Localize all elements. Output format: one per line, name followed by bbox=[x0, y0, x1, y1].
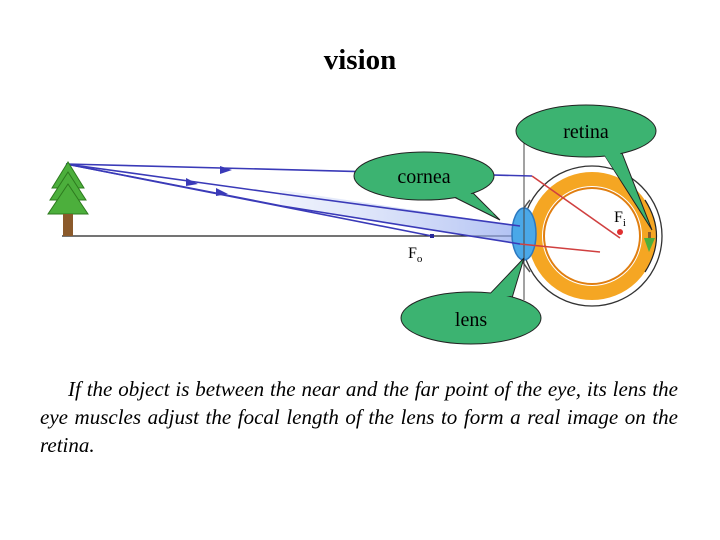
retina-edge bbox=[644, 199, 657, 273]
caption-text: If the object is between the near and th… bbox=[40, 377, 678, 457]
lens-label: lens bbox=[455, 309, 487, 331]
cornea-label: cornea bbox=[397, 166, 450, 188]
tree-icon bbox=[47, 161, 89, 236]
focal-point-object-dot bbox=[430, 234, 434, 238]
cornea-callout: cornea bbox=[353, 151, 501, 221]
retina-label: retina bbox=[563, 121, 609, 143]
focal-point-image-label: Fi bbox=[614, 209, 626, 229]
focal-point-object-label: Fo bbox=[408, 245, 423, 265]
page-title: vision bbox=[323, 44, 397, 76]
lens-callout: lens bbox=[400, 257, 542, 345]
ray-arrows bbox=[186, 166, 232, 196]
inverted-tree-icon bbox=[644, 232, 655, 252]
vision-diagram: Fi Fo retina cornea lens bbox=[47, 104, 663, 345]
light-beam bbox=[280, 190, 520, 244]
retina-callout: retina bbox=[515, 104, 657, 231]
eyeball bbox=[511, 140, 663, 307]
focal-point-image-dot bbox=[617, 229, 623, 235]
